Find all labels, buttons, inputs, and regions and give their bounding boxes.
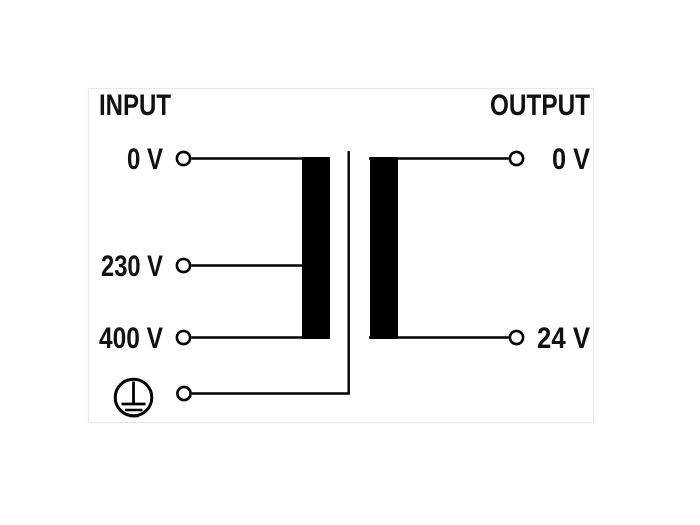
protective-earth-icon xyxy=(113,377,154,418)
output-title: OUTPUT xyxy=(490,89,590,122)
input-terminal-230v xyxy=(175,257,192,274)
diagram-frame xyxy=(87,87,595,424)
output-terminal-label-24v: 24 V xyxy=(537,322,590,355)
output-terminal-24v xyxy=(508,329,525,346)
input-terminal-label-0v: 0 V xyxy=(127,143,163,176)
secondary-winding-bar xyxy=(370,157,398,339)
input-title: INPUT xyxy=(99,89,171,122)
wire-earth-screen xyxy=(192,151,350,395)
input-terminal-label-400v: 400 V xyxy=(99,322,163,355)
input-terminal-400v xyxy=(175,329,192,346)
input-terminal-0v xyxy=(175,150,192,167)
output-terminal-label-0v: 0 V xyxy=(552,143,590,176)
input-terminal-label-230v: 230 V xyxy=(101,250,163,283)
primary-winding-bar xyxy=(302,157,330,339)
input-terminal-earth xyxy=(176,385,192,402)
output-terminal-0v xyxy=(508,150,525,167)
